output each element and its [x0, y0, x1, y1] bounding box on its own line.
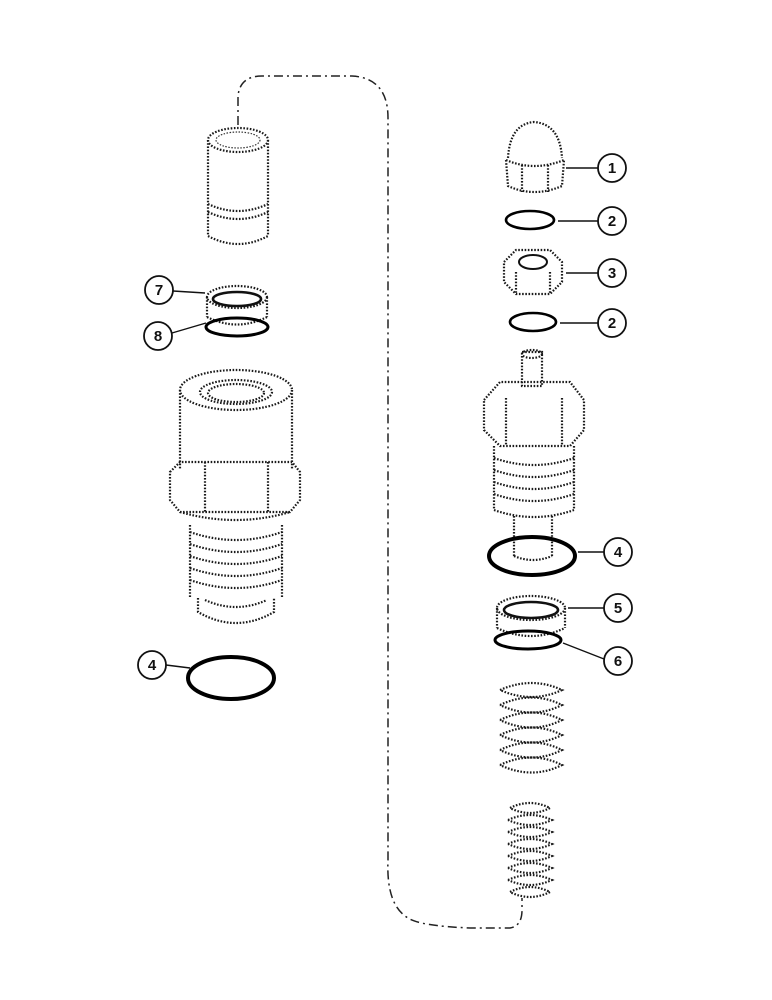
valve-body-left [168, 368, 302, 625]
callout-4-left: 4 [137, 650, 167, 680]
leader-6 [562, 642, 605, 660]
svg-text:4: 4 [148, 657, 157, 674]
o-ring-right-large [487, 535, 577, 577]
hex-nut [502, 248, 564, 296]
spring-upper [499, 681, 565, 774]
callout-5: 5 [603, 593, 633, 623]
washer-upper [504, 209, 556, 231]
svg-text:5: 5 [614, 600, 622, 617]
callout-2-lower: 2 [597, 308, 627, 338]
washer-lower [508, 311, 558, 333]
svg-text:8: 8 [154, 328, 162, 345]
svg-text:2: 2 [608, 213, 616, 230]
assembly-connector-line [237, 75, 523, 929]
spring-lower [507, 801, 555, 899]
callout-2-upper: 2 [597, 206, 627, 236]
seat-washer-left [205, 284, 269, 326]
o-ring-left-small [204, 316, 270, 338]
valve-body-right [482, 348, 586, 562]
callout-4-right: 4 [603, 537, 633, 567]
callout-1: 1 [597, 153, 627, 183]
leader-8 [171, 322, 207, 334]
callout-6: 6 [603, 646, 633, 676]
callout-7: 7 [144, 275, 174, 305]
svg-text:6: 6 [614, 653, 622, 670]
svg-text:3: 3 [608, 265, 616, 282]
leader-7 [172, 290, 206, 294]
callout-3: 3 [597, 258, 627, 288]
sleeve-part [206, 126, 270, 246]
svg-text:1: 1 [608, 160, 616, 177]
svg-text:7: 7 [155, 282, 163, 299]
cap-nut [504, 120, 566, 194]
svg-text:2: 2 [608, 315, 616, 332]
svg-text:4: 4 [614, 544, 623, 561]
o-ring-right-small [493, 629, 563, 651]
leader-4b [165, 664, 191, 669]
callout-8: 8 [143, 321, 173, 351]
seat-washer-right [495, 594, 567, 638]
o-ring-left-large [186, 655, 276, 701]
